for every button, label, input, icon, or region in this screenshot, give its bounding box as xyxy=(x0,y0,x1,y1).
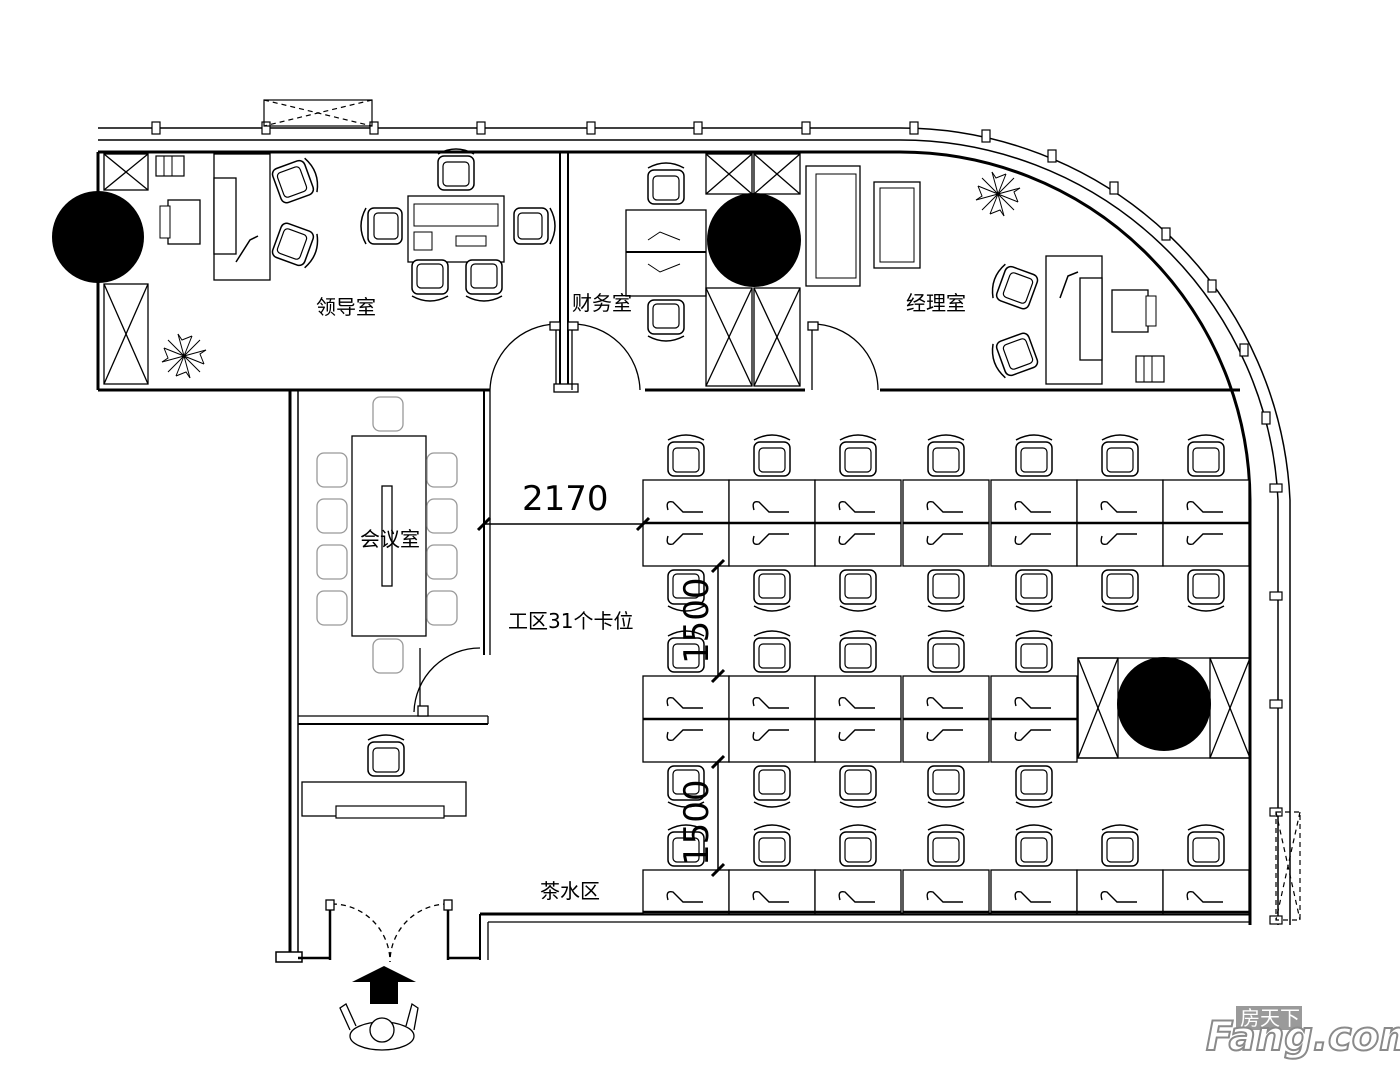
finance-room-furniture xyxy=(625,153,801,387)
room-label-finance: 财务室 xyxy=(572,291,632,315)
watermark-brand: Fang.com xyxy=(1206,1014,1400,1060)
room-label-tea: 茶水区 xyxy=(540,879,600,903)
right-window-unit xyxy=(1275,811,1301,921)
column-enclosure xyxy=(1077,657,1251,759)
room-label-leader: 领导室 xyxy=(316,295,376,319)
reception-desk xyxy=(301,734,467,819)
watermark-cn: 房天下 xyxy=(1240,1006,1300,1030)
room-label-workzone: 工区31个卡位 xyxy=(508,609,633,633)
columns xyxy=(52,191,1211,751)
dimension-lines xyxy=(476,516,726,878)
dimension-aisle-width: 2170 xyxy=(522,479,609,519)
dimension-gap-lower: 1500 xyxy=(677,779,717,866)
fang-watermark-logo: 房天下 Fang.com xyxy=(1205,1006,1400,1061)
room-label-meeting: 会议室 xyxy=(360,527,420,551)
entrance-arrow-icon xyxy=(352,966,416,1004)
leader-room-furniture xyxy=(103,148,556,385)
doors xyxy=(298,321,879,963)
interior-walls xyxy=(98,152,1240,725)
room-label-manager: 经理室 xyxy=(906,291,966,315)
meeting-room-furniture xyxy=(316,396,458,674)
person-icon xyxy=(339,1002,419,1051)
dimension-gap-upper: 1500 xyxy=(677,577,717,664)
manager-room-furniture xyxy=(805,165,1165,385)
top-window-unit xyxy=(263,99,373,127)
